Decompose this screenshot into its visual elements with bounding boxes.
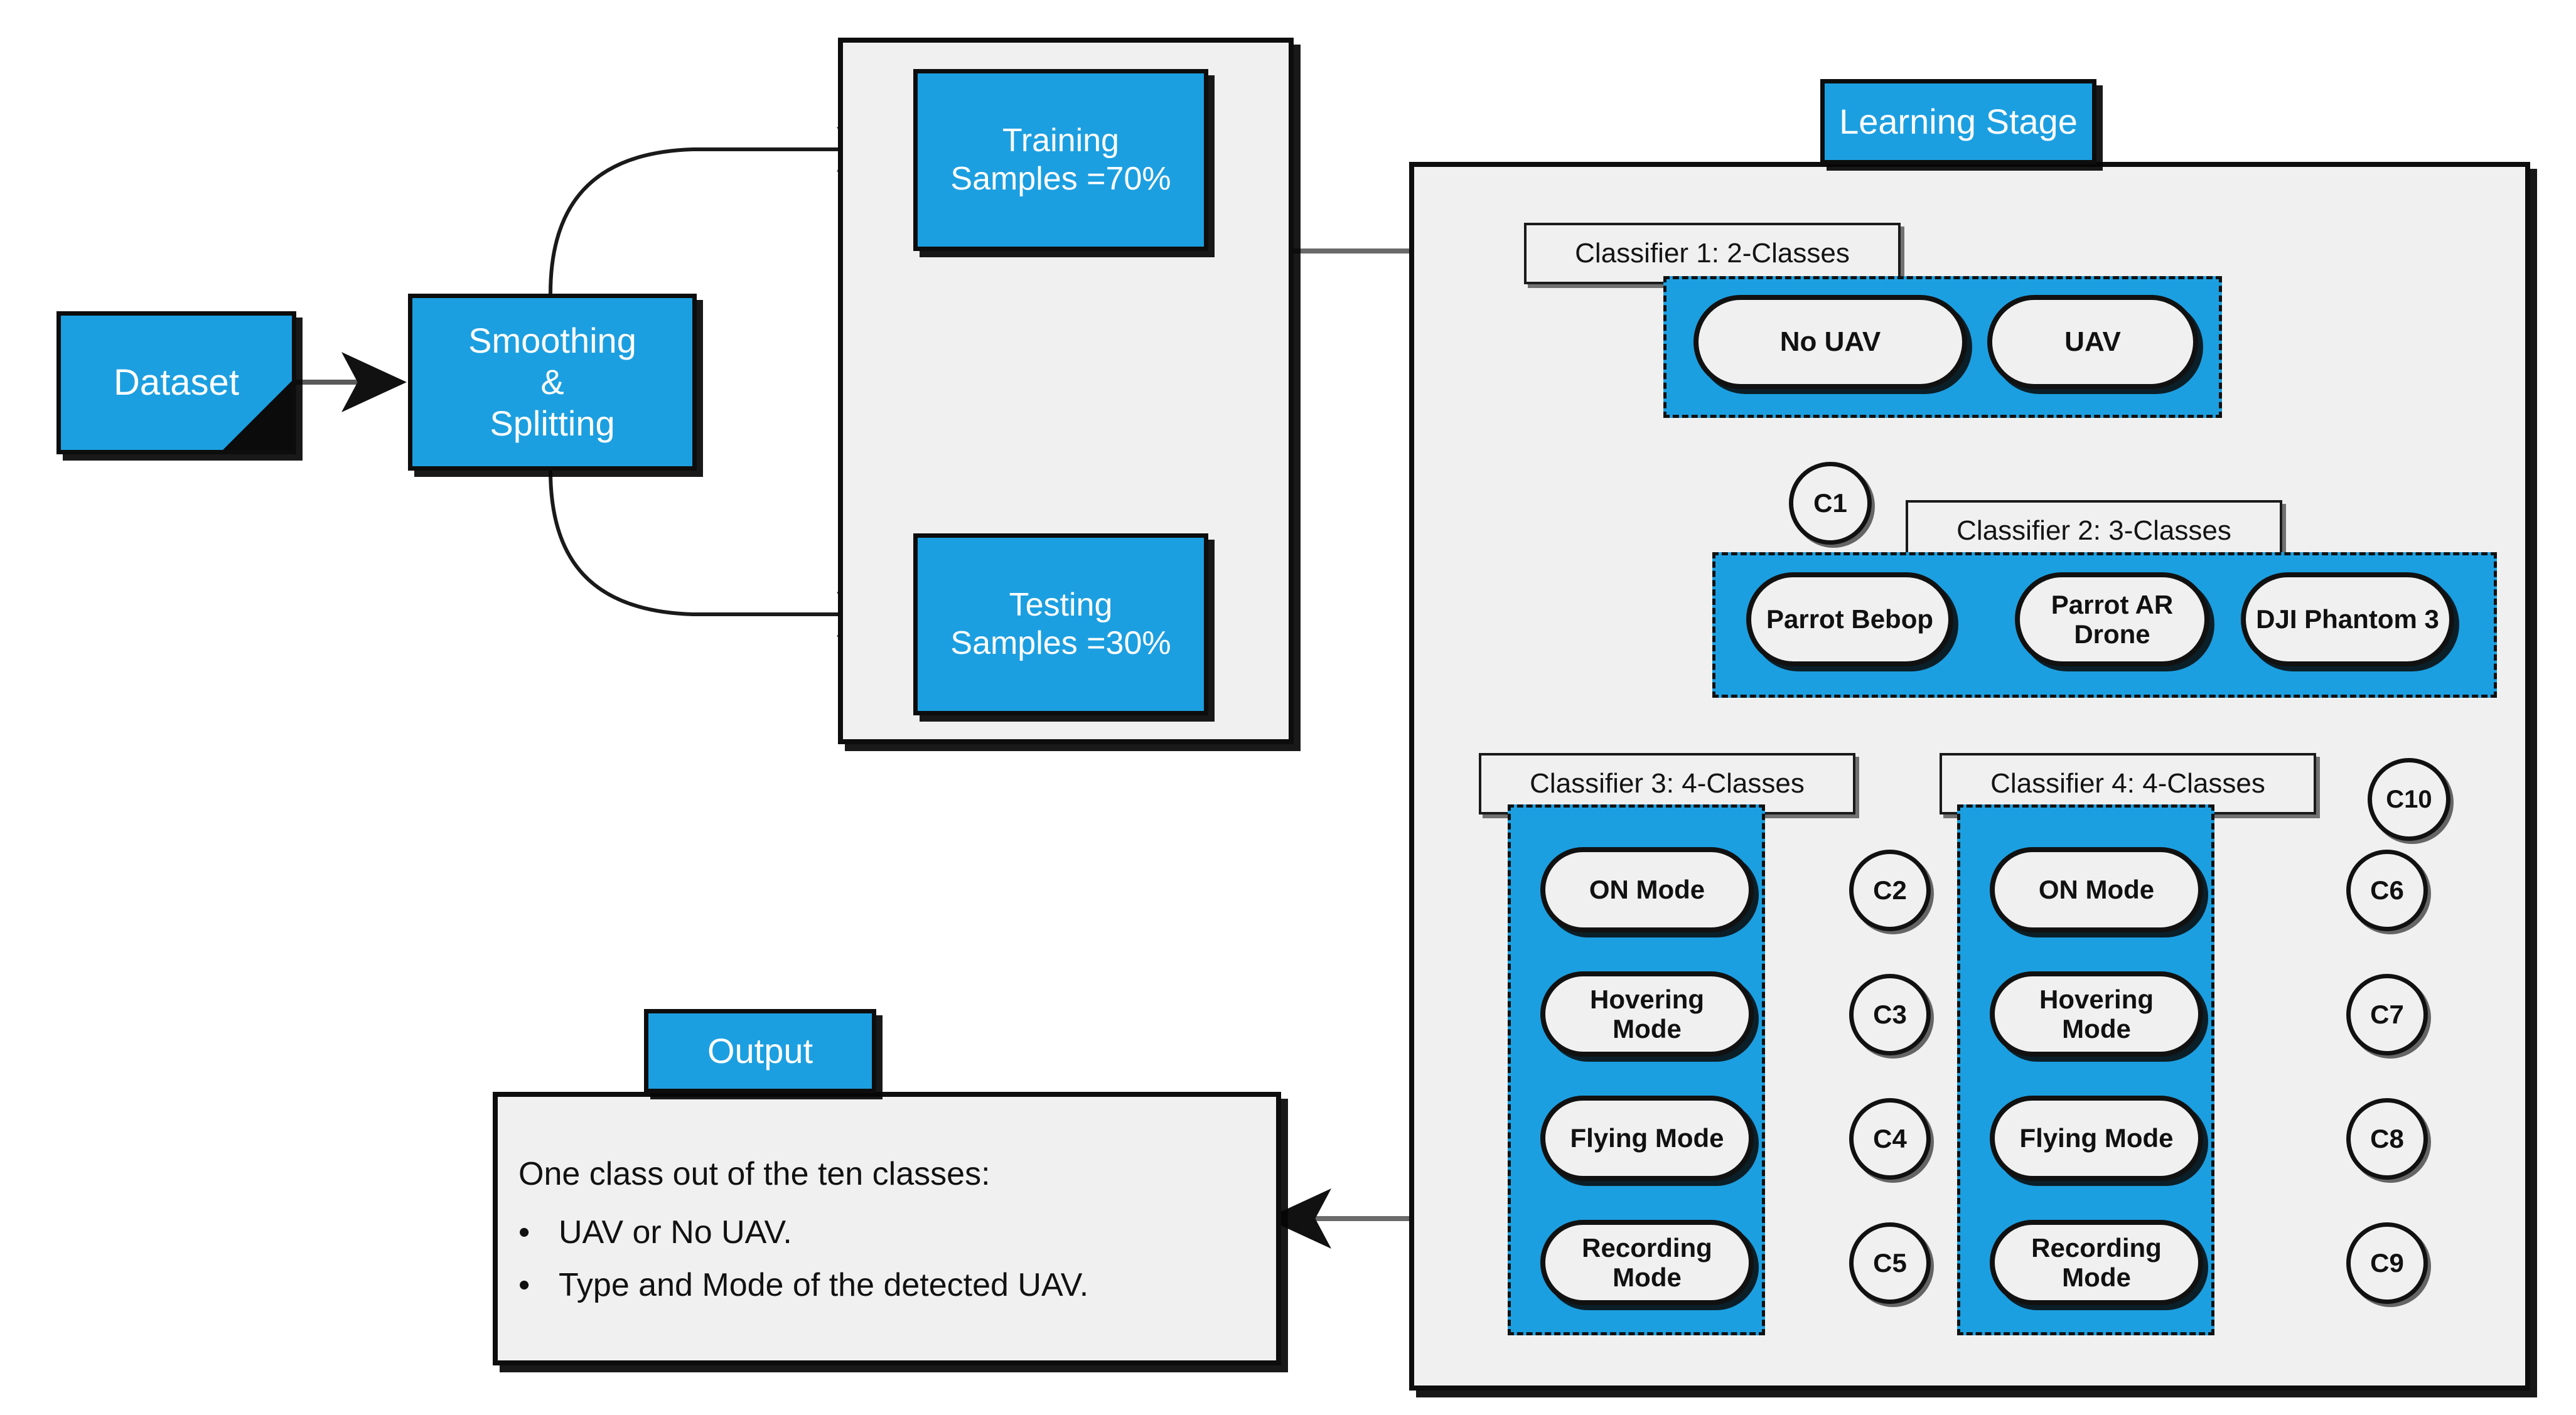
c4-recording-label-line1: Recording [2031, 1232, 2162, 1263]
class-node-uav[interactable]: UAV [1987, 295, 2198, 389]
parrot-bebop-label: Parrot Bebop [1766, 604, 1934, 634]
classifier-4-label[interactable]: Classifier 4: 4-Classes [1940, 753, 2316, 814]
class-node-no-uav[interactable]: No UAV [1693, 295, 1967, 389]
uav-label: UAV [2064, 326, 2121, 358]
class-node-parrot-ar-drone[interactable]: Parrot AR Drone [2015, 572, 2209, 666]
outcome-circle-c9[interactable]: C9 [2346, 1222, 2428, 1304]
c10-label: C10 [2386, 785, 2432, 813]
classifier-3-label[interactable]: Classifier 3: 4-Classes [1479, 753, 1855, 814]
outcome-circle-c10[interactable]: C10 [2368, 758, 2450, 841]
c3-circle-label: C3 [1873, 1000, 1907, 1029]
outcome-circle-c3[interactable]: C3 [1849, 974, 1931, 1055]
c6-label: C6 [2370, 875, 2404, 905]
outcome-circle-c4[interactable]: C4 [1849, 1098, 1931, 1180]
training-label-line1: Training [1002, 122, 1119, 159]
arrow-smoothing-to-testing [549, 470, 886, 637]
classifier-2-label[interactable]: Classifier 2: 3-Classes [1906, 500, 2282, 562]
learning-stage-title[interactable]: Learning Stage [1820, 79, 2096, 164]
outcome-circle-c1[interactable]: C1 [1789, 462, 1872, 545]
smoothing-label-line3: Splitting [490, 403, 615, 444]
c3-flying-mode-label: Flying Mode [1570, 1123, 1724, 1153]
class-node-c4-flying-mode[interactable]: Flying Mode [1990, 1096, 2203, 1181]
output-title-chip[interactable]: Output [644, 1009, 876, 1093]
c4-on-mode-label: ON Mode [2038, 875, 2155, 905]
outcome-circle-c5[interactable]: C5 [1849, 1222, 1931, 1304]
c4-recording-label-line2: Mode [2062, 1263, 2131, 1292]
output-panel [493, 1092, 1281, 1365]
dji-phantom-3-label: DJI Phantom 3 [2256, 604, 2439, 634]
c3-hovering-label-line1: Hovering [1589, 984, 1705, 1014]
class-node-parrot-bebop[interactable]: Parrot Bebop [1746, 572, 1953, 666]
output-heading: One class out of the ten classes: [518, 1156, 990, 1192]
smoothing-label-line2: & [540, 361, 564, 402]
testing-label-line2: Samples =30% [950, 625, 1171, 661]
classifier-2-text: Classifier 2: 3-Classes [1956, 515, 2231, 546]
classifier-1-text: Classifier 1: 2-Classes [1575, 238, 1850, 269]
output-bullet-2: • Type and Mode of the detected UAV. [518, 1264, 1253, 1306]
c8-label: C8 [2370, 1124, 2404, 1153]
class-node-c4-on-mode[interactable]: ON Mode [1990, 847, 2203, 932]
outcome-circle-c7[interactable]: C7 [2346, 974, 2428, 1055]
classifier-3-text: Classifier 3: 4-Classes [1530, 768, 1805, 799]
dataset-node[interactable]: Dataset [56, 311, 296, 454]
class-node-c3-flying-mode[interactable]: Flying Mode [1540, 1096, 1754, 1181]
c1-label: C1 [1813, 488, 1847, 518]
arrow-smoothing-to-training [549, 127, 886, 294]
parrot-ar-drone-label-line2: Drone [2074, 619, 2150, 649]
class-node-c4-recording-mode[interactable]: Recording Mode [1990, 1220, 2203, 1305]
bullet-glyph-icon: • [518, 1214, 530, 1251]
output-title-label: Output [707, 1030, 813, 1071]
training-label-line2: Samples =70% [950, 161, 1171, 197]
classifier-1-label[interactable]: Classifier 1: 2-Classes [1524, 223, 1901, 284]
smoothing-splitting-node[interactable]: Smoothing & Splitting [408, 294, 697, 471]
smoothing-label-line1: Smoothing [468, 320, 636, 360]
c5-label: C5 [1873, 1248, 1907, 1278]
learning-stage-label: Learning Stage [1839, 101, 2078, 141]
outcome-circle-c6[interactable]: C6 [2346, 850, 2428, 931]
parrot-ar-drone-label-line1: Parrot AR [2051, 589, 2174, 619]
c3-hovering-label-line2: Mode [1613, 1014, 1682, 1044]
bullet-glyph-icon-2: • [518, 1267, 530, 1304]
c3-recording-label-line2: Mode [1613, 1263, 1682, 1292]
testing-label-line1: Testing [1009, 586, 1113, 623]
c9-label: C9 [2370, 1248, 2404, 1278]
class-node-c3-recording-mode[interactable]: Recording Mode [1540, 1220, 1754, 1305]
c2-label: C2 [1873, 875, 1907, 905]
outcome-circle-c8[interactable]: C8 [2346, 1098, 2428, 1180]
classifier-4-text: Classifier 4: 4-Classes [1990, 768, 2265, 799]
testing-samples-node[interactable]: Testing Samples =30% [913, 533, 1208, 715]
c4-flying-mode-label: Flying Mode [2019, 1123, 2174, 1153]
outcome-circle-c2[interactable]: C2 [1849, 850, 1931, 931]
class-node-c3-on-mode[interactable]: ON Mode [1540, 847, 1754, 932]
class-node-dji-phantom-3[interactable]: DJI Phantom 3 [2241, 572, 2454, 666]
c3-recording-label-line1: Recording [1582, 1232, 1712, 1263]
output-bullet-1: • UAV or No UAV. [518, 1212, 1253, 1254]
c4-hovering-label-line1: Hovering [2039, 984, 2154, 1014]
training-samples-node[interactable]: Training Samples =70% [913, 69, 1208, 251]
c4-hovering-label-line2: Mode [2062, 1014, 2131, 1044]
dataset-dogear-icon [223, 381, 292, 450]
output-bullet-2-text: Type and Mode of the detected UAV. [559, 1267, 1089, 1304]
c7-label: C7 [2370, 1000, 2404, 1029]
output-bullet-1-text: UAV or No UAV. [559, 1214, 792, 1251]
c4-label: C4 [1873, 1124, 1907, 1153]
no-uav-label: No UAV [1779, 326, 1881, 358]
output-body: One class out of the ten classes: • UAV … [518, 1153, 1253, 1306]
class-node-c3-hovering-mode[interactable]: Hovering Mode [1540, 971, 1754, 1057]
c3-on-mode-label: ON Mode [1589, 875, 1705, 905]
class-node-c4-hovering-mode[interactable]: Hovering Mode [1990, 971, 2203, 1057]
dataset-label: Dataset [114, 361, 239, 403]
